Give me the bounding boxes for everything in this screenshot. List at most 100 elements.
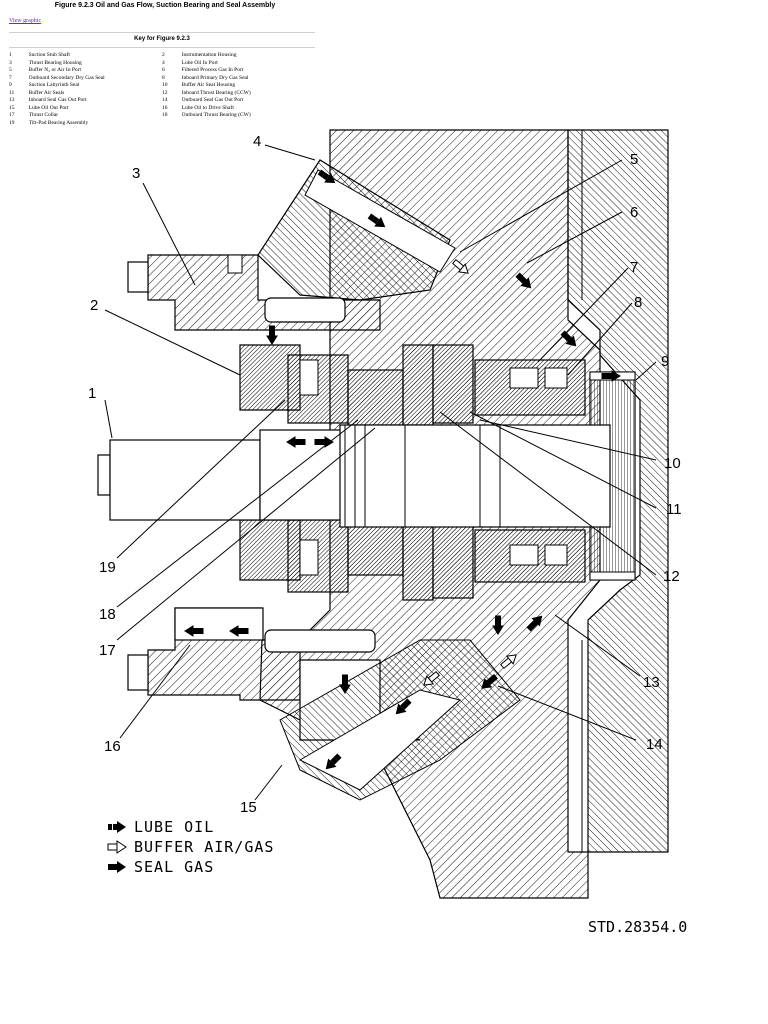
buffer-arrow [500, 654, 517, 670]
key-label: Suction Labyrinth Seal [28, 82, 80, 88]
callout-8: 8 [634, 294, 642, 311]
key-row: 19 Tilt-Pad Bearing Assembly [9, 120, 315, 128]
callout-13: 13 [643, 674, 660, 691]
buffer-legend-icon [107, 840, 127, 854]
suction-stub-shaft [97, 424, 611, 528]
key-number: 8 [162, 74, 165, 81]
callout-16: 16 [104, 738, 121, 755]
key-label: Instrumentation Housing [181, 52, 237, 58]
lube-oil-legend-icon [108, 821, 126, 833]
legend-lube-oil: LUBE OIL [134, 818, 214, 836]
dry-gas-seal-assembly [474, 359, 586, 583]
key-label: Lube Oil Out Port [28, 104, 69, 111]
key-number: 4 [162, 59, 165, 66]
legend-seal-gas: SEAL GAS [134, 858, 214, 876]
callout-14: 14 [646, 736, 663, 753]
key-number: 13 [9, 97, 15, 103]
key-label: Buffer Air Seals [28, 89, 65, 96]
figure-title: Figure 9.2.3 Oil and Gas Flow, Suction B… [54, 2, 276, 9]
seal-gas-arrow [492, 615, 504, 635]
key-label: Lube Oil In Port [181, 59, 218, 66]
seal-gas-arrow [601, 370, 621, 382]
thrust-bearing-housing-top [127, 254, 381, 331]
callout-10: 10 [664, 455, 681, 472]
tilt-pad-bearing-assembly [287, 344, 474, 601]
callout-2: 2 [90, 297, 98, 314]
key-number: 15 [9, 104, 15, 111]
key-label: Tilt-Pad Bearing Assembly [28, 119, 89, 126]
key-row: 1 Suction Stub Shaft 2 Instrumentation H… [9, 52, 315, 60]
key-label: Outboard Secondary Dry Gas Seal [28, 74, 105, 81]
legend-buffer: BUFFER AIR/GAS [134, 838, 274, 856]
callout-19: 19 [99, 559, 116, 576]
seal-gas-arrow [481, 673, 498, 689]
callout-9: 9 [661, 353, 669, 370]
key-label: Buffer Air Seal Housing [181, 82, 236, 88]
key-label: Buffer N₂ or Air In Port [28, 67, 81, 73]
key-number: 10 [162, 82, 168, 88]
lube-oil-arrow [325, 753, 342, 770]
callout-15: 15 [240, 799, 257, 816]
key-title: Key for Figure 9.2.3 [9, 33, 315, 48]
key-number: 14 [162, 97, 168, 103]
key-number: 17 [9, 112, 15, 118]
seal-gas-arrow [515, 272, 532, 289]
key-number: 18 [162, 112, 168, 118]
callout-17: 17 [99, 642, 116, 659]
key-row: 17 Thrust Collar 18 Outboard Thrust Bear… [9, 112, 315, 120]
seal-gas-arrow [526, 615, 543, 632]
key-row: 3 Thrust Bearing Housing 4 Lube Oil In P… [9, 60, 315, 68]
key-number: 3 [9, 59, 12, 66]
flow-arrows [184, 169, 621, 770]
buffer-arrow [423, 670, 440, 686]
key-label: Outboard Thrust Bearing (CW) [181, 112, 251, 118]
key-number: 11 [9, 89, 15, 96]
view-graphic-link[interactable]: View graphic [9, 18, 42, 24]
flow-legend: LUBE OIL BUFFER AIR/GAS SEAL GAS [107, 818, 274, 876]
key-number: 2 [162, 52, 165, 58]
key-table: Key for Figure 9.2.3 1 Suction Stub Shaf… [9, 32, 315, 127]
key-row: 7 Outboard Secondary Dry Gas Seal 8 Inbo… [9, 75, 315, 83]
lube-oil-arrow [367, 213, 386, 228]
key-label: Outboard Seal Gas Out Port [181, 97, 244, 103]
key-row: 5 Buffer N₂ or Air In Port 6 Filtered Pr… [9, 67, 315, 75]
callout-5: 5 [630, 151, 638, 168]
callout-7: 7 [630, 259, 638, 276]
key-label: Lube Oil to Drive Shaft [181, 104, 234, 111]
key-row: 15 Lube Oil Out Port 16 Lube Oil to Driv… [9, 105, 315, 113]
callout-12: 12 [663, 568, 680, 585]
lube-oil-arrow [317, 169, 336, 184]
lube-oil-outlet-nozzle [279, 639, 521, 801]
lube-oil-arrow [229, 625, 249, 637]
lube-oil-arrow [266, 325, 278, 345]
callout-6: 6 [630, 204, 638, 221]
key-number: 16 [162, 104, 168, 111]
seal-gas-legend-icon [108, 861, 126, 873]
key-label: Inboard Thrust Bearing (CCW) [181, 89, 251, 96]
lube-oil-arrow [286, 436, 306, 448]
key-number: 9 [9, 82, 12, 88]
callout-18: 18 [99, 606, 116, 623]
key-number: 7 [9, 74, 12, 81]
seal-gas-arrow [560, 330, 577, 347]
key-number: 19 [9, 119, 15, 126]
buffer-arrow [452, 258, 469, 274]
lube-oil-arrow [184, 625, 204, 637]
key-row: 13 Inboard Seal Gas Out Port 14 Outboard… [9, 97, 315, 105]
callout-3: 3 [132, 165, 140, 182]
callout-labels: 1 2 3 4 5 6 7 8 9 10 11 12 13 14 15 16 1… [88, 133, 682, 816]
key-label: Inboard Seal Gas Out Port [28, 97, 87, 103]
lube-oil-arrow [395, 698, 412, 715]
key-row: 9 Suction Labyrinth Seal 10 Buffer Air S… [9, 82, 315, 90]
leader-lines [104, 144, 657, 801]
key-number: 1 [9, 52, 12, 58]
callout-11: 11 [666, 501, 682, 518]
callout-1: 1 [88, 385, 96, 402]
key-label: Inboard Primary Dry Gas Seal [181, 74, 249, 81]
key-number: 5 [9, 67, 12, 73]
key-number: 12 [162, 89, 168, 96]
key-row: 11 Buffer Air Seals 12 Inboard Thrust Be… [9, 90, 315, 98]
lube-oil-arrow [339, 674, 351, 694]
drawing-number: STD.28354.0 [588, 918, 687, 936]
key-label: Filtered Process Gas In Port [181, 67, 244, 73]
